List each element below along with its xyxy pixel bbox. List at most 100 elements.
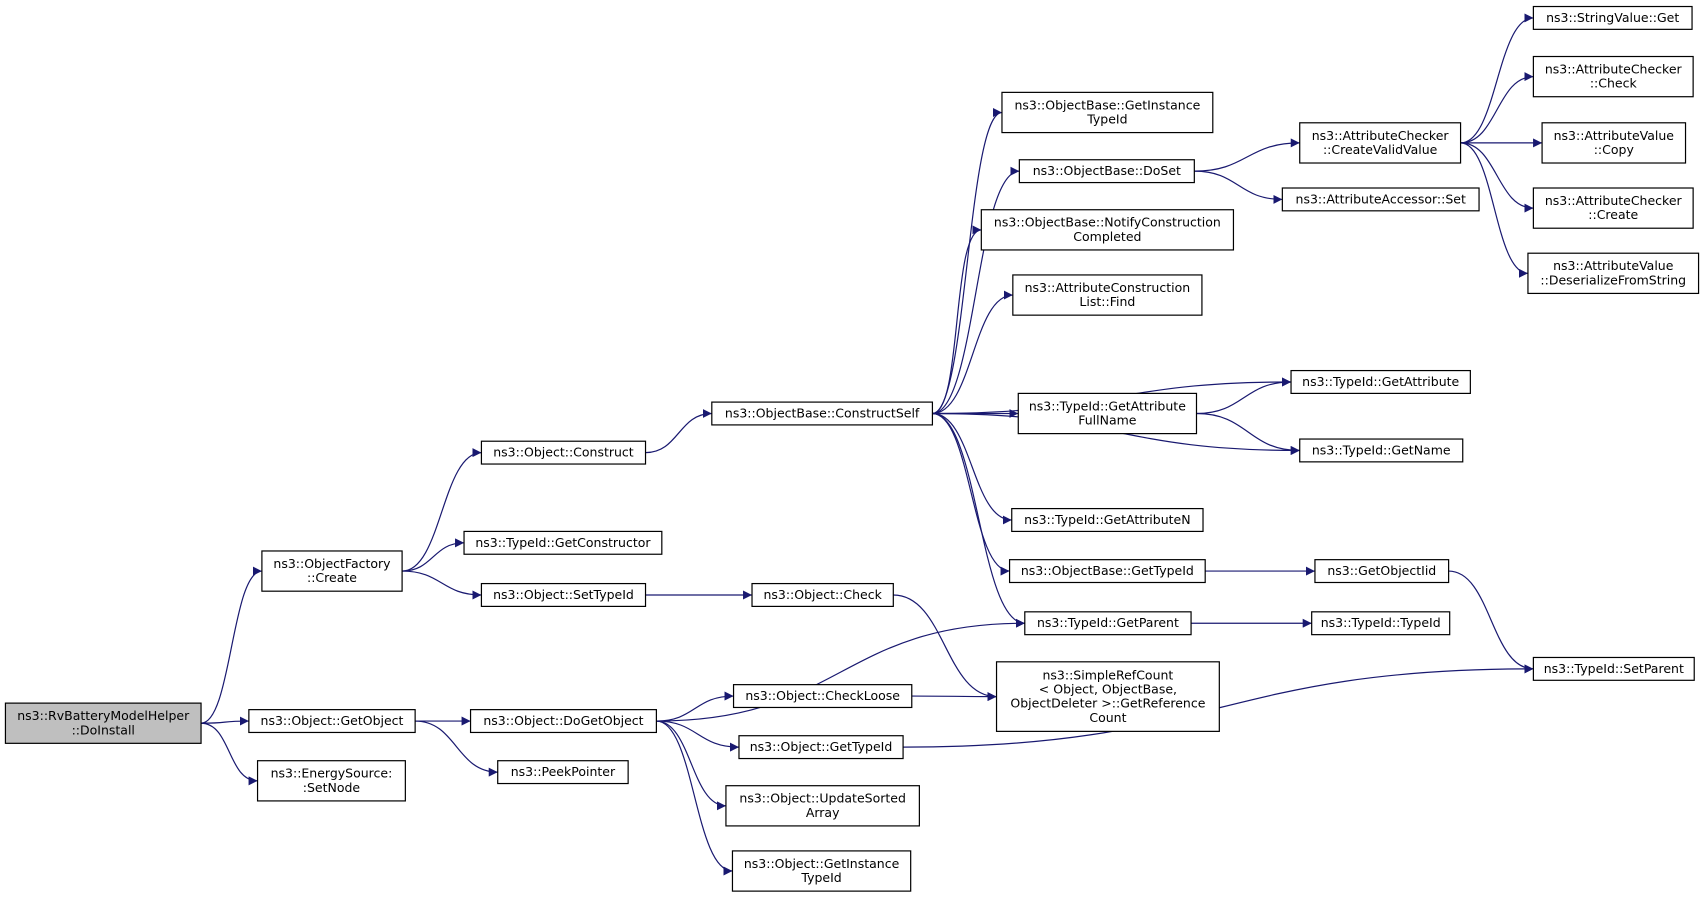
node-label: ns3::AttributeValue xyxy=(1553,258,1674,273)
node-ob_notify[interactable]: ns3::ObjectBase::NotifyConstructionCompl… xyxy=(980,209,1235,251)
edge-obj_construct-to-ob_constructself xyxy=(645,409,712,454)
edge-ob_constructself-to-tid_getattributen xyxy=(932,412,1012,525)
node-es_setnode[interactable]: ns3::EnergySource::SetNode xyxy=(256,760,406,802)
node-box xyxy=(1299,438,1464,463)
node-label: ::DoInstall xyxy=(72,722,135,737)
node-box xyxy=(1011,507,1204,533)
node-label: ns3::Object::Construct xyxy=(493,445,634,460)
node-label: ::Check xyxy=(1590,76,1638,91)
node-label: ns3::AttributeChecker xyxy=(1312,128,1450,143)
node-obj_dogetobject[interactable]: ns3::Object::DoGetObject xyxy=(469,709,657,734)
node-tid_getparent[interactable]: ns3::TypeId::GetParent xyxy=(1024,611,1192,636)
node-obj_getobject[interactable]: ns3::Object::GetObject xyxy=(248,709,416,734)
node-tid_setparent[interactable]: ns3::TypeId::SetParent xyxy=(1532,656,1695,681)
node-of_create[interactable]: ns3::ObjectFactory::Create xyxy=(261,550,403,592)
node-label: ns3::AttributeChecker xyxy=(1545,61,1683,76)
node-box xyxy=(1024,611,1192,636)
node-label: ns3::Object::UpdateSorted xyxy=(739,791,905,806)
node-ac_createvalidvalue[interactable]: ns3::AttributeChecker::CreateValidValue xyxy=(1299,122,1462,164)
node-label: ns3::AttributeChecker xyxy=(1545,193,1683,208)
node-label: Completed xyxy=(1073,229,1141,244)
node-label: ns3::Object::DoGetObject xyxy=(483,713,643,728)
node-tid_getattributen[interactable]: ns3::TypeId::GetAttributeN xyxy=(1011,507,1204,533)
node-box xyxy=(248,709,416,734)
node-ob_gettypeid[interactable]: ns3::ObjectBase::GetTypeId xyxy=(1008,559,1206,584)
node-label: ns3::AttributeValue xyxy=(1554,128,1675,143)
edge-ac_createvalidvalue-to-ac_create xyxy=(1460,142,1534,213)
node-box xyxy=(1532,55,1694,98)
node-label: ns3::AttributeConstruction xyxy=(1025,280,1191,295)
node-label: TypeId xyxy=(1086,112,1127,127)
edge-ob_constructself-to-acl_find xyxy=(932,290,1013,415)
node-box xyxy=(751,582,894,607)
edge-obj_dogetobject-to-obj_getinstancetypeid xyxy=(656,720,733,876)
node-label: ns3::ObjectBase::ConstructSelf xyxy=(725,405,920,420)
node-box xyxy=(711,401,934,426)
edge-ac_createvalidvalue-to-ac_check xyxy=(1460,72,1534,144)
node-label: ns3::ObjectFactory xyxy=(273,556,391,571)
node-ob_constructself[interactable]: ns3::ObjectBase::ConstructSelf xyxy=(711,401,934,426)
edge-ob_constructself-to-ob_gettypeid xyxy=(932,412,1010,576)
node-av_copy[interactable]: ns3::AttributeValue::Copy xyxy=(1541,122,1687,164)
node-box xyxy=(731,850,912,892)
node-sv_get[interactable]: ns3::StringValue::Get xyxy=(1532,5,1693,30)
node-obj_check[interactable]: ns3::Object::Check xyxy=(751,582,894,607)
node-box xyxy=(469,709,657,734)
node-box xyxy=(725,785,920,827)
node-aa_set[interactable]: ns3::AttributeAccessor::Set xyxy=(1281,187,1480,212)
edge-dobinstall-to-of_create xyxy=(200,566,263,724)
node-label: ns3::SimpleRefCount xyxy=(1043,667,1174,682)
node-label: TypeId xyxy=(800,870,841,885)
node-getobjectiid[interactable]: ns3::GetObjectIid xyxy=(1314,559,1450,584)
node-label: ObjectDeleter >::GetReference xyxy=(1010,696,1205,711)
node-obj_checkloose[interactable]: ns3::Object::CheckLoose xyxy=(732,684,913,709)
node-dobinstall[interactable]: ns3::RvBatteryModelHelper::DoInstall xyxy=(4,702,202,744)
node-simplerefcount[interactable]: ns3::SimpleRefCount< Object, ObjectBase,… xyxy=(995,661,1220,732)
node-box xyxy=(1281,187,1480,212)
node-label: ns3::GetObjectIid xyxy=(1327,563,1436,578)
node-ac_check[interactable]: ns3::AttributeChecker::Check xyxy=(1532,55,1694,98)
node-label: ::Create xyxy=(307,570,357,585)
edge-of_create-to-tid_getconstructor xyxy=(402,538,465,572)
node-label: ns3::Object::SetTypeId xyxy=(493,587,634,602)
node-box xyxy=(480,582,647,607)
node-box xyxy=(497,760,629,785)
edge-ob_constructself-to-ob_doset xyxy=(932,166,1020,415)
node-av_deserialize[interactable]: ns3::AttributeValue::DeserializeFromStri… xyxy=(1527,252,1700,295)
node-peekpointer[interactable]: ns3::PeekPointer xyxy=(497,760,629,785)
node-label: Count xyxy=(1089,710,1126,725)
node-obj_gettypeid[interactable]: ns3::Object::GetTypeId xyxy=(738,735,904,760)
node-obj_construct[interactable]: ns3::Object::Construct xyxy=(480,440,647,465)
node-box xyxy=(1541,122,1687,164)
node-tid_typeid[interactable]: ns3::TypeId::TypeId xyxy=(1311,611,1451,636)
node-ob_doset[interactable]: ns3::ObjectBase::DoSet xyxy=(1018,159,1195,184)
edge-obj_check-to-simplerefcount xyxy=(893,594,997,702)
node-box xyxy=(1532,656,1695,681)
node-tid_getattribute[interactable]: ns3::TypeId::GetAttribute xyxy=(1290,369,1471,394)
edge-of_create-to-obj_construct xyxy=(402,448,482,572)
node-box xyxy=(4,702,202,744)
node-label: ns3::TypeId::GetConstructor xyxy=(475,535,651,550)
node-box xyxy=(1018,159,1195,184)
node-label: FullName xyxy=(1078,413,1137,428)
node-tid_getconstructor[interactable]: ns3::TypeId::GetConstructor xyxy=(463,530,663,555)
edge-dobinstall-to-obj_getobject xyxy=(201,716,249,726)
node-label: ns3::TypeId::SetParent xyxy=(1544,661,1684,676)
node-obj_settypeid[interactable]: ns3::Object::SetTypeId xyxy=(480,582,647,607)
node-label: ns3::TypeId::TypeId xyxy=(1321,615,1441,630)
node-tid_getname[interactable]: ns3::TypeId::GetName xyxy=(1299,438,1464,463)
edge-of_create-to-obj_settypeid xyxy=(402,570,482,600)
node-label: ns3::PeekPointer xyxy=(511,764,616,779)
node-label: ns3::Object::GetObject xyxy=(261,713,404,728)
node-label: ns3::ObjectBase::DoSet xyxy=(1033,163,1181,178)
node-label: ns3::Object::GetTypeId xyxy=(750,739,893,754)
node-ac_create[interactable]: ns3::AttributeChecker::Create xyxy=(1532,187,1694,229)
node-label: ns3::ObjectBase::GetTypeId xyxy=(1021,563,1194,578)
node-box xyxy=(1527,252,1700,295)
